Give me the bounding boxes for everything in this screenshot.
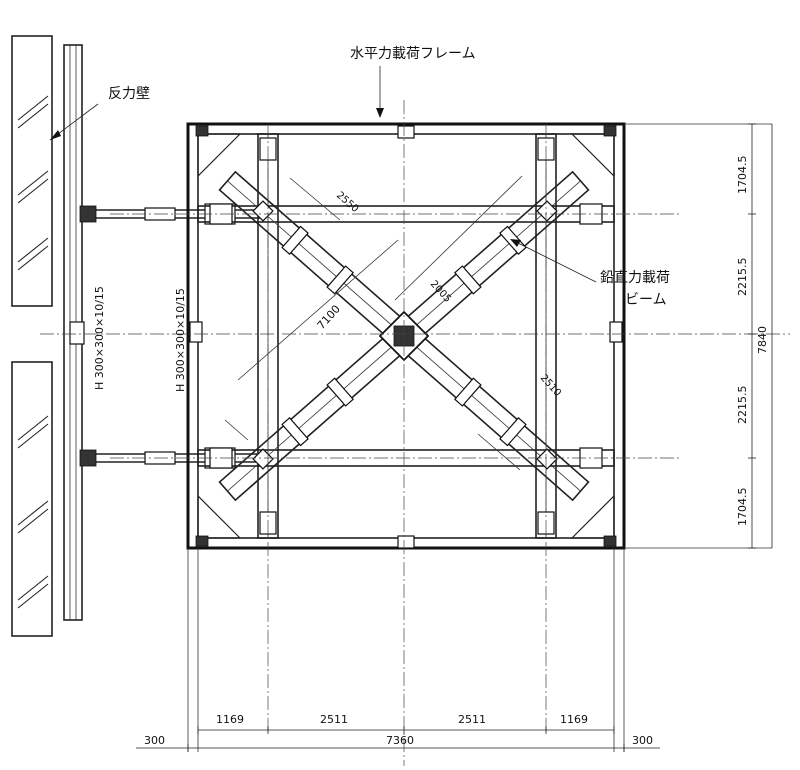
vertical-loading-beam-x [218,170,590,502]
dim-1704-bottom: 1704.5 [736,488,749,527]
horizontal-frame-label: 水平力載荷フレーム [350,46,476,62]
dim-total-width: 7360 [386,734,414,747]
vertical-beam-leader-arrowhead [510,239,521,247]
right-dimensions [748,123,773,549]
dim-2215-top: 2215.5 [736,258,749,297]
frame-leader-arrowhead [376,108,384,118]
dim-300-left: 300 [144,734,165,747]
dim-2511-left: 2511 [320,713,348,726]
dim-1169-left: 1169 [216,713,244,726]
dim-total-height: 7840 [756,326,769,354]
extension-lines [187,123,772,752]
dim-2511-right: 2511 [458,713,486,726]
vertical-beam-leader [511,239,597,283]
dim-diag-2550: 2550 [334,190,360,215]
wall-hatching [17,95,49,609]
leader-arrowhead [50,130,61,140]
vertical-beam-label-line1: 鉛直力載荷 [600,269,670,286]
bottom-dimensions [136,726,660,752]
reaction-wall [11,35,85,637]
dim-1169-right: 1169 [560,713,588,726]
inner-grid-beams [197,133,615,539]
dim-1704-top: 1704.5 [736,156,749,195]
vertical-beam-label-line2: ビーム [625,292,667,308]
h-beam-label-inner: H 300×300×10/15 [174,288,187,392]
center-lines [40,100,790,766]
h-beam-label-left: H 300×300×10/15 [93,286,106,390]
dim-diag-2005: 2005 [428,279,453,305]
reaction-wall-label: 反力壁 [108,86,150,102]
dim-diag-2510: 2510 [538,373,563,399]
dim-300-right: 300 [632,734,653,747]
diagonal-dimension-lines [224,175,523,471]
horizontal-loading-frame [186,122,626,550]
dim-diag-7100: 7100 [315,303,343,333]
dim-2215-bottom: 2215.5 [736,386,749,425]
